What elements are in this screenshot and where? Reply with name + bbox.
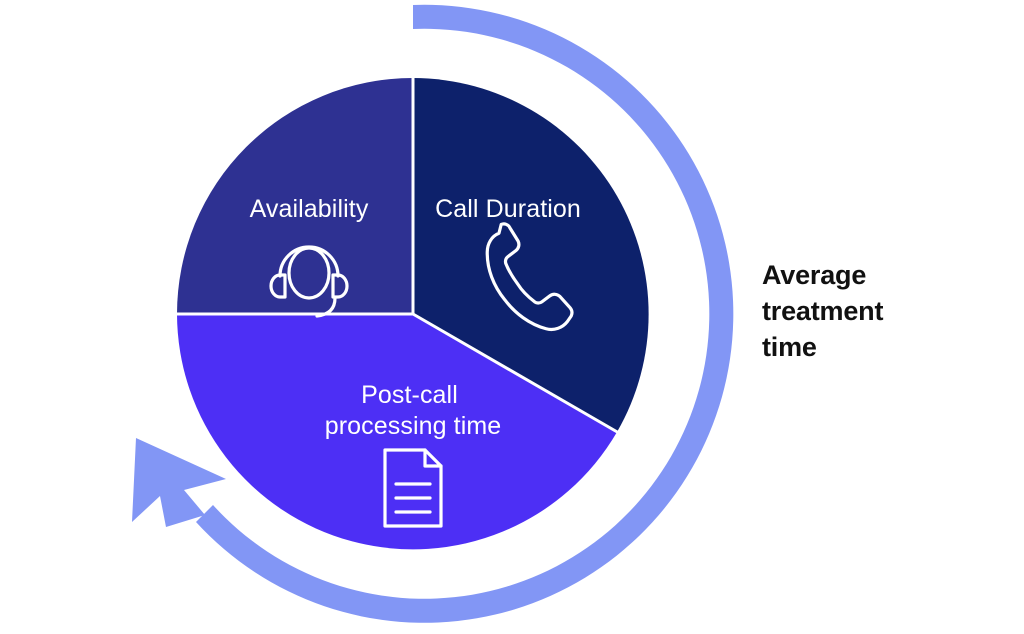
cycle-arrow xyxy=(132,4,734,623)
cycle-arrow-band xyxy=(196,4,734,623)
segment-dividers xyxy=(175,76,620,435)
segment-post-call[interactable] xyxy=(177,314,617,550)
segment-label-call-duration: Call Duration xyxy=(435,195,581,223)
headset-icon xyxy=(269,245,349,318)
divider-lower-right xyxy=(412,312,620,435)
segment-label-post-call-line1: Post-call xyxy=(361,381,458,409)
diagram-title: Average treatment time xyxy=(762,260,884,362)
segment-label-post-call: Post-call processing time xyxy=(325,381,502,440)
segment-label-availability: Availability xyxy=(250,195,369,223)
segment-call-duration[interactable] xyxy=(413,78,649,432)
segment-labels: Availability Call Duration Post-call pro… xyxy=(250,195,581,440)
document-lines-icon xyxy=(383,448,443,528)
cycle-arrow-head xyxy=(132,438,226,527)
phone-handset-icon xyxy=(485,222,574,332)
segment-availability[interactable] xyxy=(177,78,413,314)
pie-segments xyxy=(175,76,649,550)
segment-label-post-call-line2: processing time xyxy=(325,412,502,440)
